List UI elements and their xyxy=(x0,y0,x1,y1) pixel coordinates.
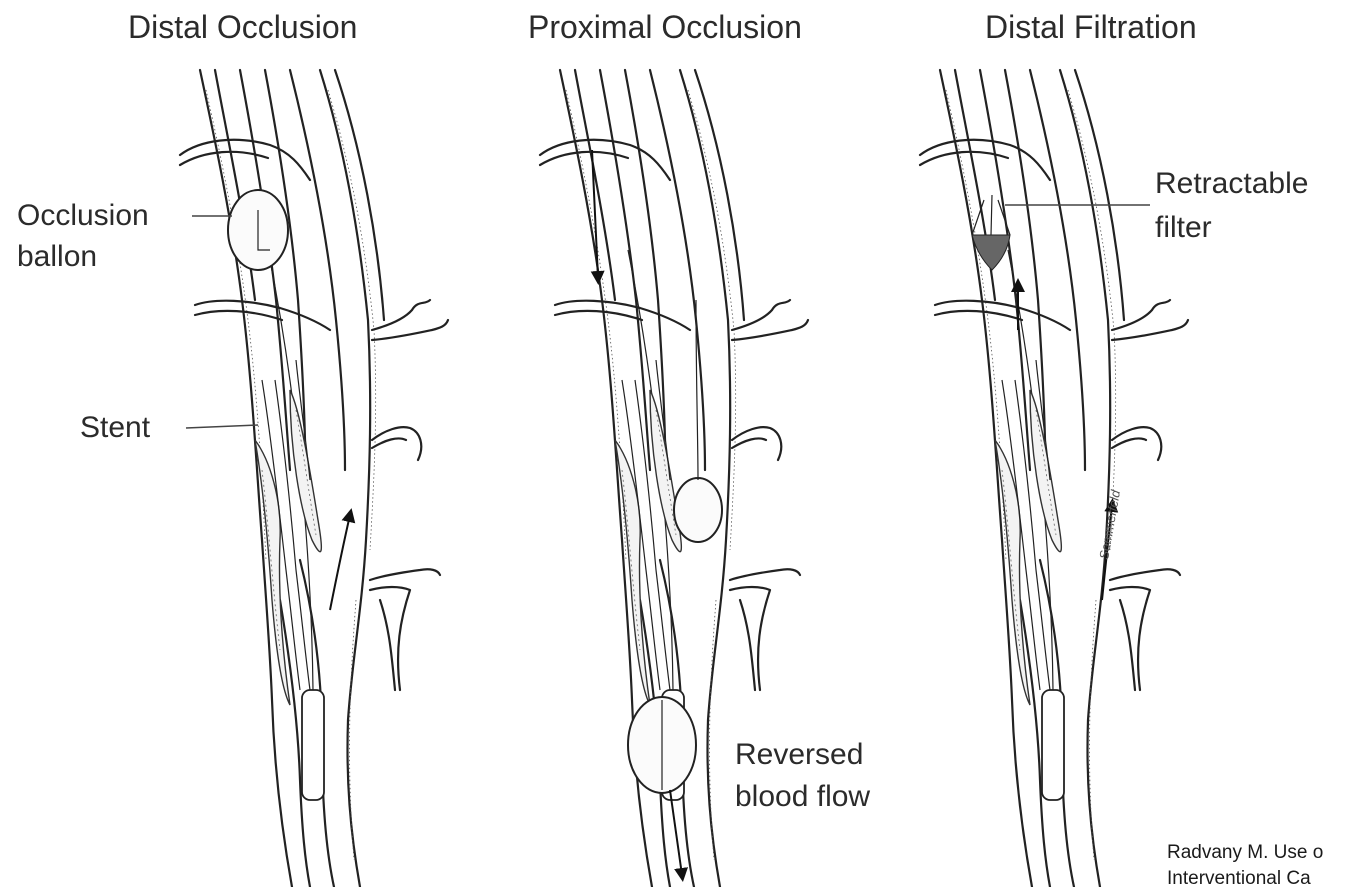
citation-line-1: Radvany M. Use o xyxy=(1167,842,1323,863)
panel-distal-occlusion xyxy=(180,70,448,887)
label-stent: Stent xyxy=(80,411,151,444)
panel-title-distal-occlusion: Distal Occlusion xyxy=(128,9,357,45)
citation-line-2: Interventional Ca xyxy=(1167,868,1311,887)
label-retractable: Retractable xyxy=(1155,167,1308,200)
label-occlusion: Occlusion xyxy=(17,199,149,232)
label-filter: filter xyxy=(1155,211,1212,244)
label-reversed: Reversed xyxy=(735,738,863,771)
panel-distal-filtration xyxy=(920,70,1188,887)
panel-title-distal-filtration: Distal Filtration xyxy=(985,9,1197,45)
stent-leader xyxy=(186,425,258,428)
eca-occlusion-balloon xyxy=(674,478,722,542)
panel-title-proximal-occlusion: Proximal Occlusion xyxy=(528,9,802,45)
label-blood-flow: blood flow xyxy=(735,780,870,813)
label-ballon: ballon xyxy=(17,240,97,273)
